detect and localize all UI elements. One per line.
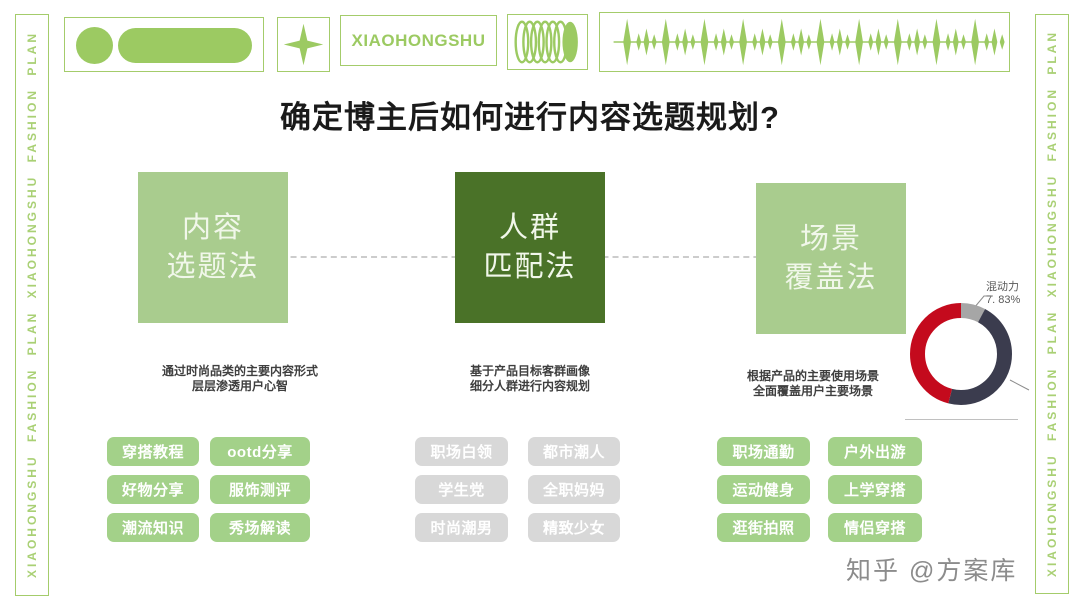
method-box-content-topic: 内容 选题法 bbox=[138, 172, 288, 323]
circle-shape-icon bbox=[76, 27, 113, 64]
chart-baseline bbox=[905, 419, 1018, 420]
soundwave-icon bbox=[613, 18, 1005, 66]
brand-wordmark: XIAOHONGSHU bbox=[351, 30, 486, 50]
header-star-box bbox=[277, 17, 330, 72]
header-coil-box bbox=[507, 14, 588, 70]
method-name-line: 场景 bbox=[799, 223, 862, 256]
tag: 学生党 bbox=[415, 475, 508, 504]
method-name-line: 内容 bbox=[181, 212, 244, 245]
tag: 户外出游 bbox=[828, 437, 922, 466]
donut-segment-label: 混动力 7. 83% bbox=[986, 281, 1020, 306]
tag: 秀场解读 bbox=[210, 513, 310, 542]
donut-segment bbox=[910, 303, 1012, 405]
tag: 都市潮人 bbox=[528, 437, 620, 466]
method-name-line: 匹配法 bbox=[483, 250, 577, 283]
tag: ootd分享 bbox=[210, 437, 310, 466]
coil-spring-icon bbox=[514, 20, 578, 64]
cutoff-leader-line bbox=[1009, 379, 1030, 391]
donut-chart bbox=[900, 280, 1035, 425]
method-name-line: 人群 bbox=[498, 212, 561, 245]
label-leader-line bbox=[973, 295, 993, 309]
left-side-banner: XIAOHONGSHU FASHION PLAN XIAOHONGSHU FAS… bbox=[15, 14, 49, 596]
donut-label-name: 混动力 bbox=[986, 281, 1019, 293]
header-waveform-box bbox=[599, 12, 1010, 72]
description-line: 根据产品的主要使用场景 bbox=[746, 369, 879, 383]
method-name-line: 覆盖法 bbox=[784, 261, 878, 294]
tag: 穿搭教程 bbox=[107, 437, 199, 466]
method-name-line: 选题法 bbox=[166, 250, 260, 283]
method-description: 通过时尚品类的主要内容形式 层层渗透用户心智 bbox=[135, 364, 345, 394]
watermark: 知乎 @方案库 bbox=[846, 557, 1018, 585]
right-side-banner: XIAOHONGSHU FASHION PLAN XIAOHONGSHU FAS… bbox=[1035, 14, 1069, 594]
description-line: 细分人群进行内容规划 bbox=[469, 379, 590, 393]
tag-group-scenes: 职场通勤 户外出游 运动健身 上学穿搭 逛街拍照 情侣穿搭 bbox=[717, 437, 922, 542]
tag: 职场通勤 bbox=[717, 437, 810, 466]
header-brand-box: XIAOHONGSHU bbox=[340, 15, 497, 66]
tag: 好物分享 bbox=[107, 475, 199, 504]
tag: 时尚潮男 bbox=[415, 513, 508, 542]
four-point-star-icon bbox=[283, 23, 324, 66]
description-line: 通过时尚品类的主要内容形式 bbox=[161, 364, 318, 378]
tag: 精致少女 bbox=[528, 513, 620, 542]
tag: 潮流知识 bbox=[107, 513, 199, 542]
method-description: 根据产品的主要使用场景 全面覆盖用户主要场景 bbox=[708, 369, 918, 399]
tag: 职场白领 bbox=[415, 437, 508, 466]
description-line: 层层渗透用户心智 bbox=[191, 379, 288, 393]
tag: 服饰测评 bbox=[210, 475, 310, 504]
page-title: 确定博主后如何进行内容选题规划? bbox=[280, 100, 780, 135]
donut-segment bbox=[910, 303, 1012, 405]
tag: 全职妈妈 bbox=[528, 475, 620, 504]
tag: 情侣穿搭 bbox=[828, 513, 922, 542]
method-description: 基于产品目标客群画像 细分人群进行内容规划 bbox=[425, 364, 635, 394]
tag: 运动健身 bbox=[717, 475, 810, 504]
method-box-scene-coverage: 场景 覆盖法 bbox=[756, 183, 906, 334]
description-line: 基于产品目标客群画像 bbox=[469, 364, 590, 378]
pill-shape-icon bbox=[118, 28, 252, 63]
method-box-audience-match: 人群 匹配法 bbox=[455, 172, 605, 323]
tag-group-content-topics: 穿搭教程 ootd分享 好物分享 服饰测评 潮流知识 秀场解读 bbox=[107, 437, 310, 542]
header-shapes-box bbox=[64, 17, 264, 72]
tag: 逛街拍照 bbox=[717, 513, 810, 542]
donut-chart-svg bbox=[910, 295, 1030, 405]
description-line: 全面覆盖用户主要场景 bbox=[752, 384, 873, 398]
tag: 上学穿搭 bbox=[828, 475, 922, 504]
tag-group-audiences: 职场白领 都市潮人 学生党 全职妈妈 时尚潮男 精致少女 bbox=[415, 437, 620, 542]
donut-label-value: 7. 83% bbox=[986, 293, 1021, 306]
